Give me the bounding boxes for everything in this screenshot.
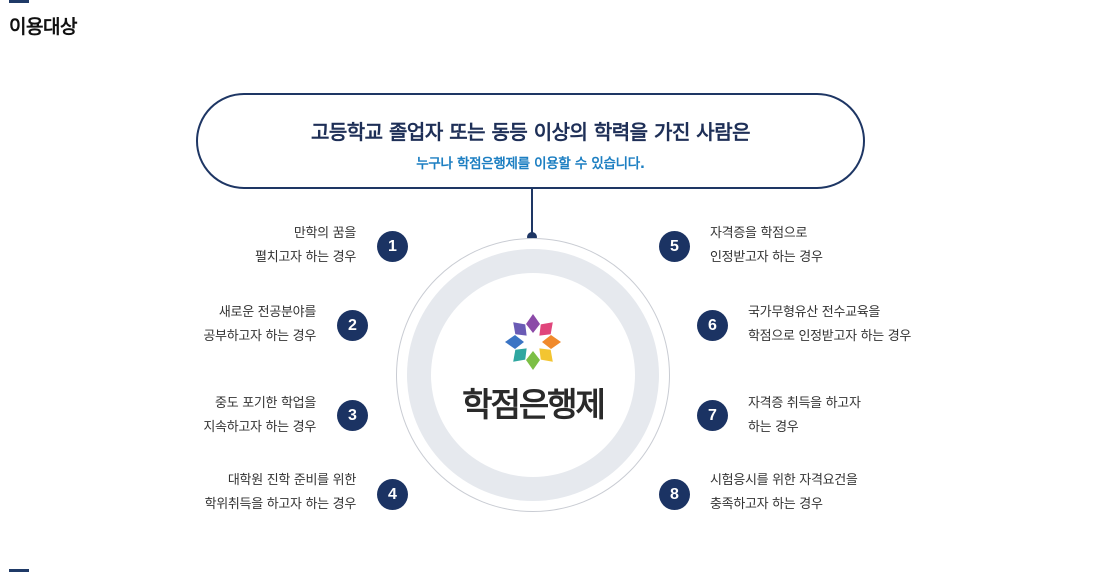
item-badge-3: 3: [337, 400, 368, 431]
item-badge-1: 1: [377, 231, 408, 262]
logo-petal-orange: [542, 335, 561, 349]
logo-petal-teal: [513, 348, 527, 362]
item-line2: 펼치고자 하는 경우: [255, 250, 356, 265]
section-title: 이용대상: [9, 16, 77, 38]
item-badge-4: 4: [377, 479, 408, 510]
item-badge-5: 5: [659, 231, 690, 262]
item-text-3: 중도 포기한 학업을 지속하고자 하는 경우: [203, 392, 316, 440]
banner-title: 고등학교 졸업자 또는 동등 이상의 학력을 가진 사람은: [310, 120, 751, 144]
eligibility-banner: 고등학교 졸업자 또는 동등 이상의 학력을 가진 사람은 누구나 학점은행제를…: [196, 93, 865, 189]
item-line1: 중도 포기한 학업을: [215, 396, 316, 411]
item-text-4: 대학원 진학 준비를 위한 학위취득을 하고자 하는 경우: [204, 469, 357, 517]
logo-petal-yellow: [539, 348, 553, 362]
logo-petal-pink: [539, 322, 553, 336]
banner-connector-line: [531, 189, 533, 237]
item-badge-2: 2: [337, 310, 368, 341]
center-ring-inner: [431, 273, 635, 477]
item-line1: 만학의 꿈을: [293, 226, 356, 241]
logo-petal-purple: [526, 314, 540, 333]
connector-dot: [527, 232, 537, 242]
item-badge-6: 6: [697, 310, 728, 341]
flower-logo-icon: [505, 314, 561, 370]
item-badge-8: 8: [659, 479, 690, 510]
item-line1: 새로운 전공분야를: [218, 305, 316, 320]
item-line2: 하는 경우: [748, 420, 799, 435]
logo-petal-violet: [513, 322, 527, 336]
item-line2: 인정받고자 하는 경우: [710, 250, 823, 265]
item-line1: 자격증을 학점으로: [710, 226, 808, 241]
title-accent-bar: [9, 0, 29, 3]
item-line1: 시험응시를 위한 자격요건을: [710, 473, 858, 488]
next-section-accent-bar: [9, 569, 29, 572]
logo-petal-blue: [505, 335, 524, 349]
item-line2: 학점으로 인정받고자 하는 경우: [748, 329, 912, 344]
item-text-6: 국가무형유산 전수교육을 학점으로 인정받고자 하는 경우: [748, 301, 911, 349]
item-line1: 대학원 진학 준비를 위한: [227, 473, 356, 488]
logo-petal-green: [526, 351, 540, 370]
item-line2: 지속하고자 하는 경우: [203, 420, 316, 435]
item-line2: 공부하고자 하는 경우: [203, 329, 316, 344]
item-line1: 국가무형유산 전수교육을: [748, 305, 881, 320]
item-line2: 학위취득을 하고자 하는 경우: [204, 497, 357, 512]
item-text-2: 새로운 전공분야를 공부하고자 하는 경우: [203, 301, 316, 349]
item-text-5: 자격증을 학점으로 인정받고자 하는 경우: [710, 222, 823, 270]
item-text-8: 시험응시를 위한 자격요건을 충족하고자 하는 경우: [710, 469, 858, 517]
logo-center: [525, 334, 541, 350]
item-badge-7: 7: [697, 400, 728, 431]
item-text-1: 만학의 꿈을 펼치고자 하는 경우: [255, 222, 356, 270]
item-text-7: 자격증 취득을 하고자 하는 경우: [748, 392, 861, 440]
item-line1: 자격증 취득을 하고자: [748, 396, 861, 411]
banner-subtitle: 누구나 학점은행제를 이용할 수 있습니다.: [416, 156, 645, 172]
item-line2: 충족하고자 하는 경우: [710, 497, 823, 512]
center-label: 학점은행제: [462, 385, 606, 424]
